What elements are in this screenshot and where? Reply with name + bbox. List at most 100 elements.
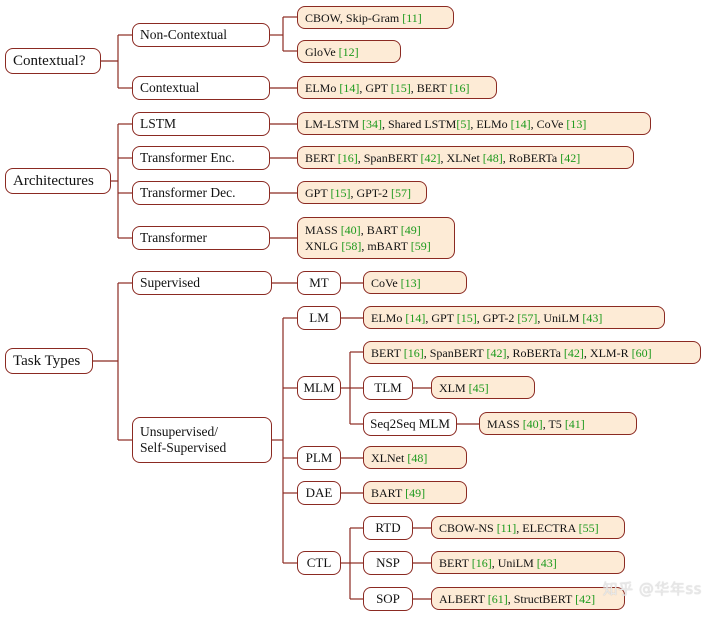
node-rtd: RTD bbox=[363, 516, 413, 540]
citation-ref[interactable]: [60] bbox=[631, 345, 652, 360]
citation-ref[interactable]: [55] bbox=[578, 520, 599, 535]
node-mt: MT bbox=[297, 271, 341, 295]
citation-ref[interactable]: [15] bbox=[390, 80, 411, 95]
citation-ref[interactable]: [16] bbox=[449, 80, 470, 95]
leaf-sop-models-text: ALBERT [61], StructBERT [42] bbox=[439, 591, 596, 606]
citation-ref[interactable]: [14] bbox=[405, 310, 426, 325]
node-contextual-branch: Contextual bbox=[132, 76, 270, 100]
node-dae-label: DAE bbox=[305, 485, 333, 500]
leaf-contextual-models-text: ELMo [14], GPT [15], BERT [16] bbox=[305, 80, 470, 95]
node-plm-label: PLM bbox=[305, 450, 333, 465]
citation-ref[interactable]: [40] bbox=[522, 416, 543, 431]
citation-ref[interactable]: [57] bbox=[391, 185, 412, 200]
citation-ref[interactable]: [16] bbox=[337, 150, 358, 165]
citation-ref[interactable]: [59] bbox=[410, 239, 431, 253]
node-plm: PLM bbox=[297, 446, 341, 470]
leaf-transformer-models-line2: XNLG [58], mBART [59] bbox=[305, 239, 431, 253]
citation-ref[interactable]: [5] bbox=[456, 116, 471, 131]
citation-ref[interactable]: [43] bbox=[536, 555, 557, 570]
citation-ref[interactable]: [41] bbox=[564, 416, 585, 431]
node-rtd-label: RTD bbox=[375, 520, 401, 535]
node-seq2seq-mlm: Seq2Seq MLM bbox=[363, 412, 457, 436]
leaf-cbow-skipgram-text: CBOW, Skip-Gram [11] bbox=[305, 10, 422, 25]
citation-ref[interactable]: [57] bbox=[517, 310, 538, 325]
citation-ref[interactable]: [15] bbox=[456, 310, 477, 325]
leaf-lm-models: ELMo [14], GPT [15], GPT-2 [57], UniLM [… bbox=[363, 306, 665, 329]
citation-ref[interactable]: [45] bbox=[468, 380, 489, 395]
citation-ref[interactable]: [43] bbox=[582, 310, 603, 325]
leaf-seq2seq-models: MASS [40], T5 [41] bbox=[479, 412, 637, 435]
citation-ref[interactable]: [42] bbox=[486, 345, 507, 360]
node-seq2seq-mlm-label: Seq2Seq MLM bbox=[370, 416, 450, 431]
leaf-glove: GloVe [12] bbox=[297, 40, 401, 63]
citation-ref[interactable]: [58] bbox=[341, 239, 362, 253]
leaf-transformer-models-line1: MASS [40], BART [49] bbox=[305, 223, 421, 237]
node-contextual-branch-label: Contextual bbox=[140, 80, 200, 95]
node-ctl: CTL bbox=[297, 551, 341, 575]
watermark: 知乎 @华年ss bbox=[602, 580, 702, 598]
node-tlm: TLM bbox=[363, 376, 413, 400]
citation-ref[interactable]: [42] bbox=[563, 345, 584, 360]
node-contextual-label: Contextual? bbox=[13, 53, 86, 69]
node-nsp-label: NSP bbox=[376, 555, 400, 570]
leaf-dae-models-text: BART [49] bbox=[371, 485, 426, 500]
leaf-cbow-skipgram: CBOW, Skip-Gram [11] bbox=[297, 6, 454, 29]
citation-ref[interactable]: [14] bbox=[339, 80, 360, 95]
node-lstm: LSTM bbox=[132, 112, 270, 136]
citation-ref[interactable]: [16] bbox=[471, 555, 492, 570]
node-contextual: Contextual? bbox=[5, 48, 101, 74]
node-ctl-label: CTL bbox=[306, 555, 332, 570]
citation-ref[interactable]: [13] bbox=[566, 116, 587, 131]
leaf-lm-models-text: ELMo [14], GPT [15], GPT-2 [57], UniLM [… bbox=[371, 310, 603, 325]
node-mlm: MLM bbox=[297, 376, 341, 400]
leaf-mlm-models: BERT [16], SpanBERT [42], RoBERTa [42], … bbox=[363, 341, 701, 364]
leaf-enc-models: BERT [16], SpanBERT [42], XLNet [48], Ro… bbox=[297, 146, 634, 169]
citation-ref[interactable]: [49] bbox=[400, 223, 421, 237]
leaf-rtd-models: CBOW-NS [11], ELECTRA [55] bbox=[431, 516, 625, 539]
leaf-plm-models: XLNet [48] bbox=[363, 446, 467, 469]
citation-ref[interactable]: [11] bbox=[402, 10, 422, 25]
citation-ref[interactable]: [34] bbox=[362, 116, 382, 131]
node-transformer-enc-label: Transformer Enc. bbox=[140, 150, 235, 165]
leaf-plm-models-text: XLNet [48] bbox=[371, 450, 428, 465]
node-transformer-dec-label: Transformer Dec. bbox=[140, 185, 236, 200]
citation-ref[interactable]: [11] bbox=[496, 520, 517, 535]
node-architectures: Architectures bbox=[5, 168, 111, 194]
citation-ref[interactable]: [49] bbox=[405, 485, 426, 500]
node-non-contextual-label: Non-Contextual bbox=[140, 27, 227, 42]
node-transformer-dec: Transformer Dec. bbox=[132, 181, 270, 205]
leaf-sop-models: ALBERT [61], StructBERT [42] bbox=[431, 587, 625, 610]
node-transformer-enc: Transformer Enc. bbox=[132, 146, 270, 170]
citation-ref[interactable]: [15] bbox=[330, 185, 351, 200]
leaf-lstm-models-text: LM-LSTM [34], Shared LSTM[5], ELMo [14],… bbox=[305, 116, 587, 131]
node-supervised: Supervised bbox=[132, 271, 272, 295]
citation-ref[interactable]: [16] bbox=[403, 345, 424, 360]
node-lstm-label: LSTM bbox=[140, 116, 177, 131]
leaf-mlm-models-text: BERT [16], SpanBERT [42], RoBERTa [42], … bbox=[371, 345, 652, 360]
leaf-lstm-models: LM-LSTM [34], Shared LSTM[5], ELMo [14],… bbox=[297, 112, 651, 135]
node-unsupervised: Unsupervised/ Self-Supervised bbox=[132, 417, 272, 463]
leaf-tlm-models: XLM [45] bbox=[431, 376, 535, 399]
citation-ref[interactable]: [13] bbox=[400, 275, 421, 290]
citation-ref[interactable]: [42] bbox=[420, 150, 441, 165]
leaf-mt-models-text: CoVe [13] bbox=[371, 275, 421, 290]
node-non-contextual: Non-Contextual bbox=[132, 23, 270, 47]
leaf-mt-models: CoVe [13] bbox=[363, 271, 467, 294]
citation-ref[interactable]: [42] bbox=[560, 150, 581, 165]
citation-ref[interactable]: [14] bbox=[510, 116, 531, 131]
leaf-seq2seq-models-text: MASS [40], T5 [41] bbox=[487, 416, 585, 431]
node-lm: LM bbox=[297, 306, 341, 330]
node-architectures-label: Architectures bbox=[13, 173, 94, 189]
node-dae: DAE bbox=[297, 481, 341, 505]
citation-ref[interactable]: [42] bbox=[575, 591, 596, 606]
node-sop-label: SOP bbox=[376, 591, 400, 606]
leaf-enc-models-text: BERT [16], SpanBERT [42], XLNet [48], Ro… bbox=[305, 150, 581, 165]
node-task-types-label: Task Types bbox=[13, 353, 81, 369]
citation-ref[interactable]: [12] bbox=[338, 44, 359, 59]
node-lm-label: LM bbox=[309, 310, 329, 325]
citation-ref[interactable]: [61] bbox=[487, 591, 508, 606]
citation-ref[interactable]: [40] bbox=[340, 223, 361, 237]
citation-ref[interactable]: [48] bbox=[407, 450, 428, 465]
node-sop: SOP bbox=[363, 587, 413, 611]
citation-ref[interactable]: [48] bbox=[482, 150, 503, 165]
